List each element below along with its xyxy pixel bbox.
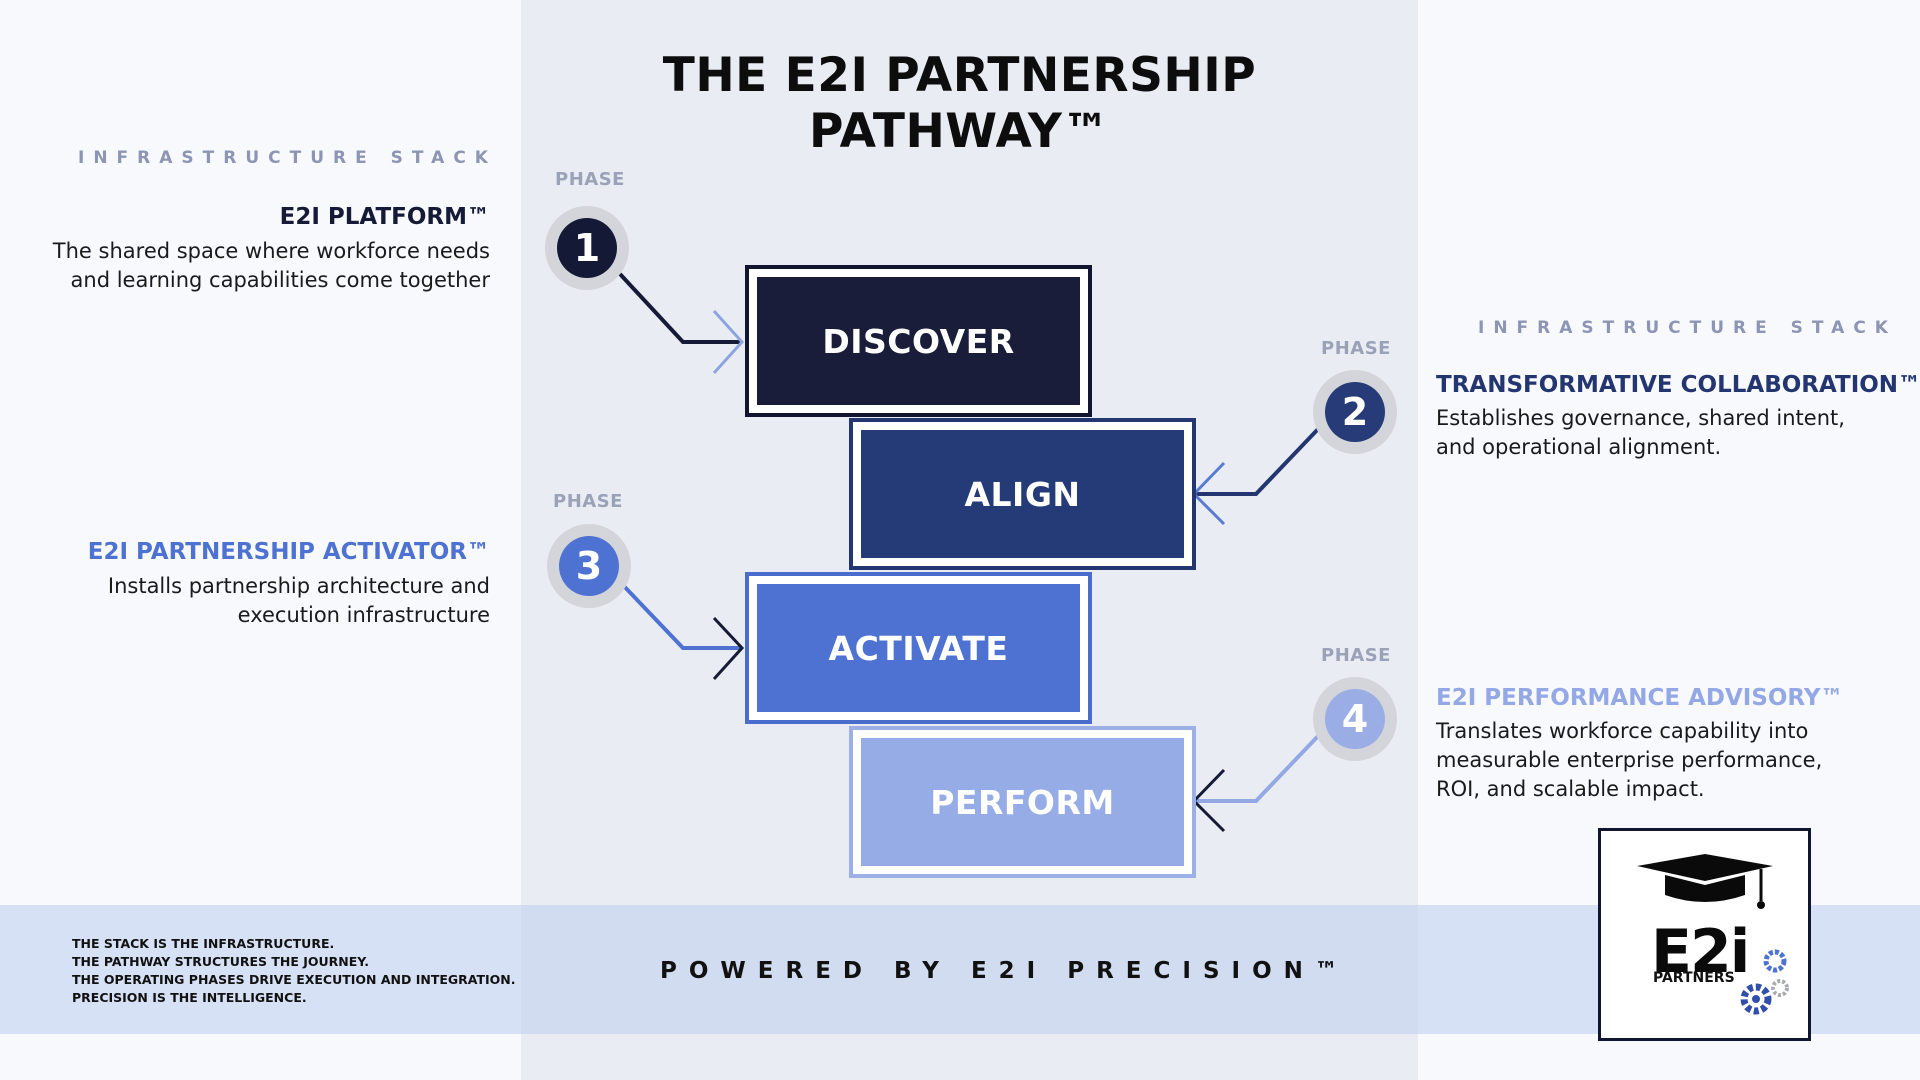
connector-3 — [618, 580, 742, 650]
left-stack-label: INFRASTRUCTURE STACK — [78, 148, 497, 168]
graduation-cap-icon — [1637, 854, 1773, 909]
step-activate: ACTIVATE — [745, 572, 1092, 724]
step-perform: PERFORM — [849, 726, 1196, 878]
logo-sub-text: PARTNERS — [1653, 970, 1735, 986]
arrow-1 — [712, 309, 745, 375]
right-stack-label: INFRASTRUCTURE STACK — [1478, 318, 1897, 338]
activator-title: E2I PARTNERSHIP ACTIVATOR™ — [87, 539, 490, 565]
phase-1-label: PHASE — [555, 169, 625, 190]
phase-3-label: PHASE — [553, 491, 623, 512]
collaboration-title: TRANSFORMATIVE COLLABORATION™ — [1436, 372, 1920, 398]
connector-1 — [618, 272, 742, 344]
collaboration-description: Establishes governance, shared intent, a… — [1436, 406, 1845, 459]
platform-description: The shared space where workforce needs a… — [52, 239, 490, 292]
connector-2 — [1194, 425, 1322, 496]
footer-statements: THE STACK IS THE INFRASTRUCTURE. THE PAT… — [72, 936, 516, 1005]
activator-description: Installs partnership architecture and ex… — [107, 574, 490, 627]
phase-4-label: PHASE — [1321, 645, 1391, 666]
platform-title: E2I PLATFORM™ — [279, 204, 490, 230]
logo-main-text: E2i — [1651, 917, 1750, 987]
phase-4-badge: 4 — [1313, 677, 1397, 761]
arrow-3 — [712, 616, 745, 681]
phase-2-label: PHASE — [1321, 338, 1391, 359]
advisory-title: E2I PERFORMANCE ADVISORY™ — [1436, 685, 1844, 711]
e2i-partners-logo: E2i PARTNERS — [1598, 828, 1811, 1041]
powered-by: POWERED BY E2I PRECISION™ — [660, 958, 1350, 984]
page-title: THE E2I PARTNERSHIP PATHWAY™ — [662, 48, 1257, 159]
advisory-description: Translates workforce capability into mea… — [1436, 719, 1823, 801]
step-align: ALIGN — [849, 418, 1196, 570]
step-discover: DISCOVER — [745, 265, 1092, 417]
phase-2-badge: 2 — [1313, 370, 1397, 454]
phase-1-badge: 1 — [545, 206, 629, 290]
phase-3-badge: 3 — [547, 524, 631, 608]
gear-icon — [1740, 949, 1789, 1015]
connector-4 — [1194, 732, 1322, 803]
